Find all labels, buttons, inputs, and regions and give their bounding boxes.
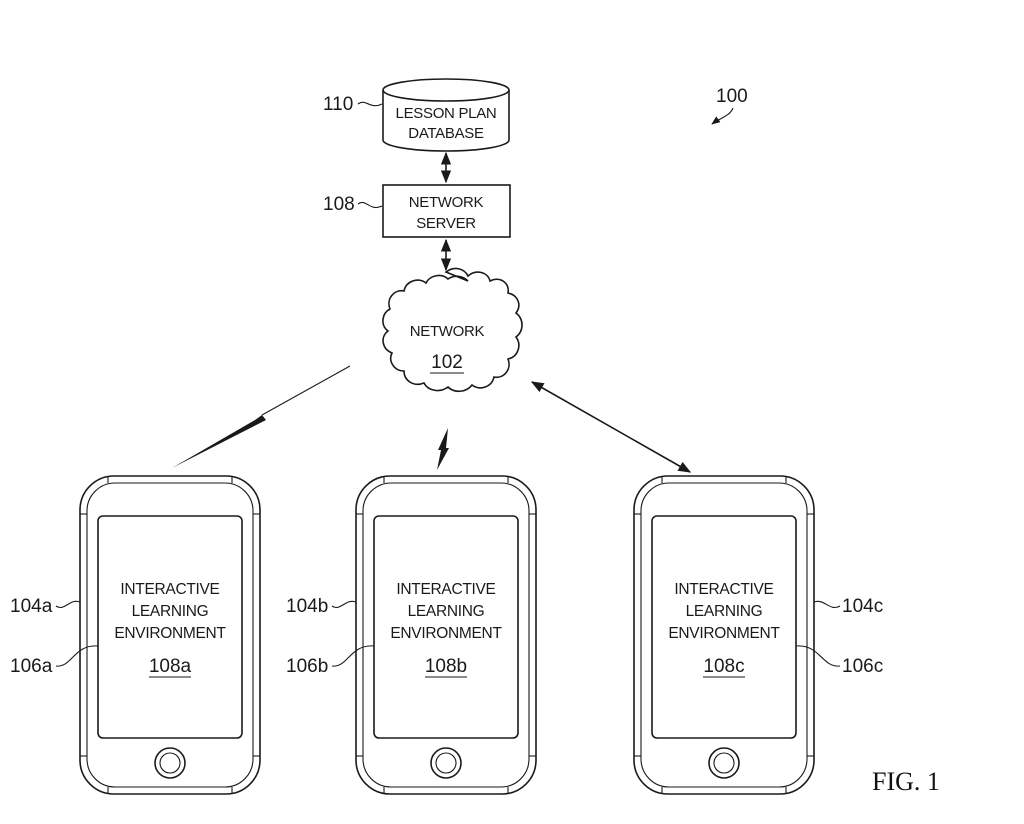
home-button-inner: [435, 752, 457, 774]
device-a: INTERACTIVE LEARNING ENVIRONMENT 108a 104a 10…: [10, 475, 261, 795]
network-cloud: NETWORK 102: [382, 267, 523, 393]
device-leader-line: [813, 600, 841, 608]
environment-ref-label: 108b: [425, 656, 467, 677]
screen-label-line2: LEARNING: [408, 603, 485, 620]
wireless-link-a-upper: [261, 365, 351, 416]
wireless-link-b: [437, 428, 449, 470]
device-ref-label: 104a: [10, 596, 53, 617]
device-leader-line: [55, 600, 81, 608]
device-inner-frame: [86, 482, 254, 788]
home-button-icon[interactable]: [154, 747, 186, 779]
screen-label-line1: INTERACTIVE: [120, 581, 219, 598]
database-ref-label: 110: [323, 94, 353, 115]
device-screen: [651, 515, 797, 739]
device-outer-frame: [355, 475, 537, 795]
wireless-link-a: [172, 365, 351, 468]
database-label-line1: LESSON PLAN: [396, 105, 497, 122]
device-leader-line: [331, 600, 357, 608]
screen-ref-label: 106c: [842, 656, 883, 677]
network-ref-label: 102: [431, 352, 463, 373]
network-server: NETWORK SERVER 108: [323, 184, 511, 238]
system-reference: 100: [711, 86, 748, 125]
server-label-line1: NETWORK: [409, 194, 484, 211]
lightning-bolt-b-icon: [437, 428, 449, 470]
home-button-icon[interactable]: [708, 747, 740, 779]
screen-leader-line: [795, 645, 841, 667]
lesson-plan-database: LESSON PLAN DATABASE 110: [323, 78, 510, 152]
database-cylinder-body: [382, 90, 510, 152]
environment-ref-label: 108a: [149, 656, 192, 677]
device-screen: [97, 515, 243, 739]
home-button-inner: [159, 752, 181, 774]
screen-label-line2: LEARNING: [132, 603, 209, 620]
screen-ref-label: 106b: [286, 656, 328, 677]
home-button-icon[interactable]: [430, 747, 462, 779]
screen-label-line3: ENVIRONMENT: [114, 625, 226, 642]
device-inner-frame: [362, 482, 530, 788]
network-label: NETWORK: [410, 323, 485, 340]
device-b: INTERACTIVE LEARNING ENVIRONMENT 108b 104b 10…: [286, 475, 537, 795]
database-label-line2: DATABASE: [408, 125, 484, 142]
database-leader-line: [357, 101, 383, 107]
device-outer-frame: [79, 475, 261, 795]
screen-label-line2: LEARNING: [686, 603, 763, 620]
screen-leader-line: [55, 645, 99, 667]
server-ref-label: 108: [323, 194, 355, 215]
device-ref-label: 104b: [286, 596, 328, 617]
network-device-c-connector: [530, 381, 692, 473]
figure-label: FIG. 1: [872, 767, 940, 796]
screen-label-line3: ENVIRONMENT: [668, 625, 780, 642]
database-cylinder-top: [382, 78, 510, 102]
cloud-outline: [382, 267, 523, 393]
devices-group: INTERACTIVE LEARNING ENVIRONMENT 108a 104a 10…: [10, 475, 883, 795]
screen-leader-line: [331, 645, 375, 667]
system-ref-arrow: [711, 107, 734, 125]
device-ref-label: 104c: [842, 596, 883, 617]
device-inner-frame: [640, 482, 808, 788]
device-screen: [373, 515, 519, 739]
server-leader-line: [357, 202, 383, 208]
server-label-line2: SERVER: [416, 215, 476, 232]
home-button-inner: [713, 752, 735, 774]
system-ref-label: 100: [716, 86, 748, 107]
screen-label-line1: INTERACTIVE: [674, 581, 773, 598]
screen-label-line3: ENVIRONMENT: [390, 625, 502, 642]
server-box: [382, 184, 511, 238]
device-outer-frame: [633, 475, 815, 795]
screen-ref-label: 106a: [10, 656, 53, 677]
lightning-bolt-a-icon: [172, 415, 266, 468]
screen-label-line1: INTERACTIVE: [396, 581, 495, 598]
environment-ref-label: 108c: [703, 656, 744, 677]
device-c: INTERACTIVE LEARNING ENVIRONMENT 108c 104c 10…: [633, 475, 883, 795]
